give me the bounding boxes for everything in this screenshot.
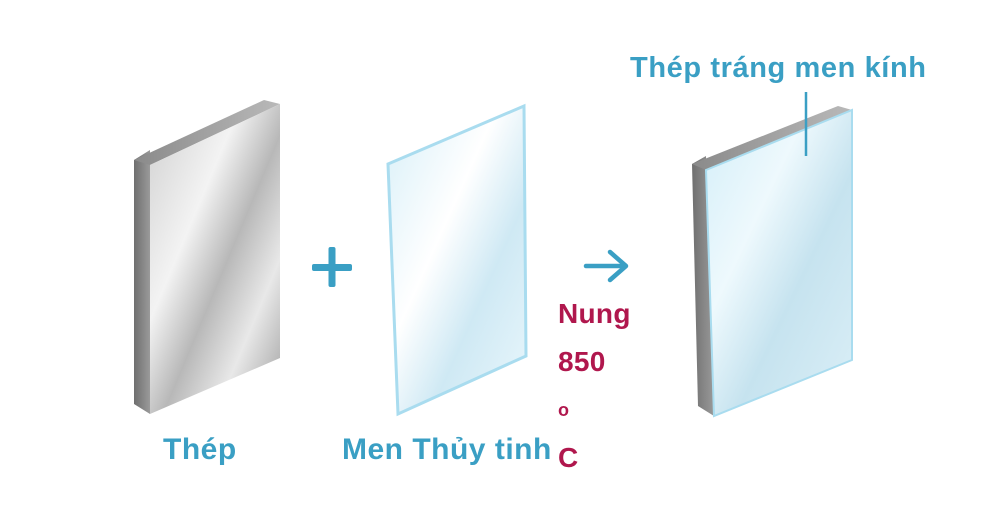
temperature-value: 850 (558, 346, 606, 377)
steel-plate-face (150, 104, 280, 414)
coated-plate-top (692, 106, 852, 170)
temperature-unit: C (558, 442, 579, 473)
steel-plate (134, 100, 280, 414)
glass-enamel-sheet-face (386, 103, 528, 417)
result-label: Thép tráng men kính (630, 52, 927, 84)
firing-process-verb: Nung (558, 298, 631, 329)
glass-enamel-label: Men Thủy tinh (342, 433, 552, 466)
steel-label: Thép (163, 433, 237, 466)
coated-steel-plate (692, 106, 853, 418)
degree-symbol: o (558, 400, 570, 420)
coated-plate-face (704, 108, 853, 418)
steel-plate-side (134, 150, 150, 414)
glass-enamel-sheet (386, 103, 528, 417)
steel-plate-top (134, 100, 280, 165)
plus-sign-icon (312, 247, 352, 287)
coated-plate-side (692, 156, 714, 416)
right-arrow-icon (583, 249, 629, 283)
